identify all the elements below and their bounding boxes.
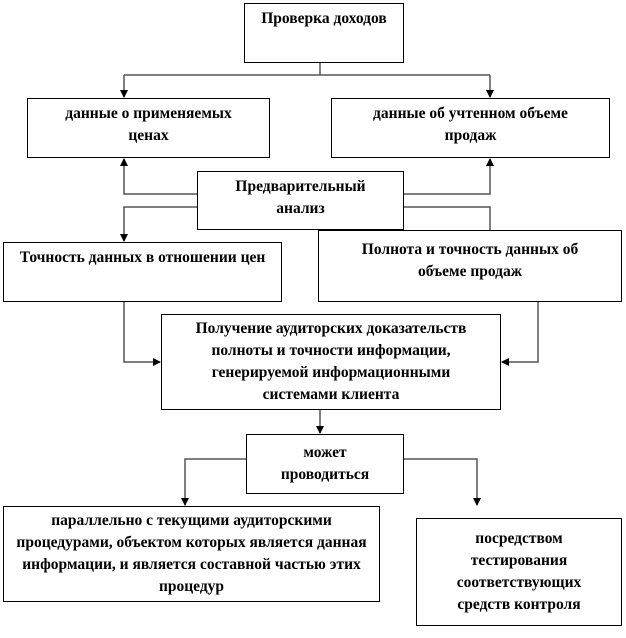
arrow-may-to-control-testing bbox=[404, 458, 481, 506]
node-control-testing: посредством тестирования соответствующих… bbox=[416, 518, 622, 626]
node-label: посредством тестирования соответствующих… bbox=[456, 530, 582, 613]
node-parallel-procedures: параллельно с текущими аудиторскими проц… bbox=[3, 506, 380, 602]
node-label: может проводиться bbox=[280, 444, 370, 483]
node-label: Точность данных в отношении цен bbox=[19, 249, 266, 266]
node-label: Предварительный анализ bbox=[235, 178, 366, 217]
connector-top-split bbox=[124, 63, 490, 76]
arrow-analysis-to-price-data bbox=[120, 158, 197, 195]
node-label: Полнота и точность данных об объеме прод… bbox=[361, 241, 579, 280]
arrow-analysis-to-price-accuracy bbox=[120, 206, 197, 242]
node-sales-completeness: Полнота и точность данных об объеме прод… bbox=[318, 230, 622, 302]
node-audit-evidence: Получение аудиторских доказательств полн… bbox=[161, 314, 501, 410]
node-may-be-performed: может проводиться bbox=[246, 434, 404, 494]
node-sales-volume-data: данные об учтенном объеме продаж bbox=[331, 98, 610, 158]
node-price-accuracy: Точность данных в отношении цен bbox=[3, 242, 282, 302]
node-revenue-check: Проверка доходов bbox=[244, 3, 404, 63]
node-label: данные об учтенном объеме продаж bbox=[373, 105, 568, 144]
node-price-data: данные о применяемых ценах bbox=[27, 98, 270, 158]
node-preliminary-analysis: Предварительный анализ bbox=[197, 171, 404, 230]
node-label: Получение аудиторских доказательств полн… bbox=[195, 320, 467, 403]
arrow-may-to-parallel bbox=[181, 458, 246, 506]
arrow-sales-completeness-to-evidence bbox=[501, 302, 539, 366]
arrow-analysis-to-sales-completeness bbox=[404, 206, 494, 241]
node-label: параллельно с текущими аудиторскими проц… bbox=[16, 512, 367, 595]
node-label: Проверка доходов bbox=[261, 10, 387, 27]
arrow-analysis-to-sales-data bbox=[404, 158, 494, 195]
arrow-price-accuracy-to-evidence bbox=[123, 302, 161, 366]
node-label: данные о применяемых ценах bbox=[65, 105, 232, 144]
